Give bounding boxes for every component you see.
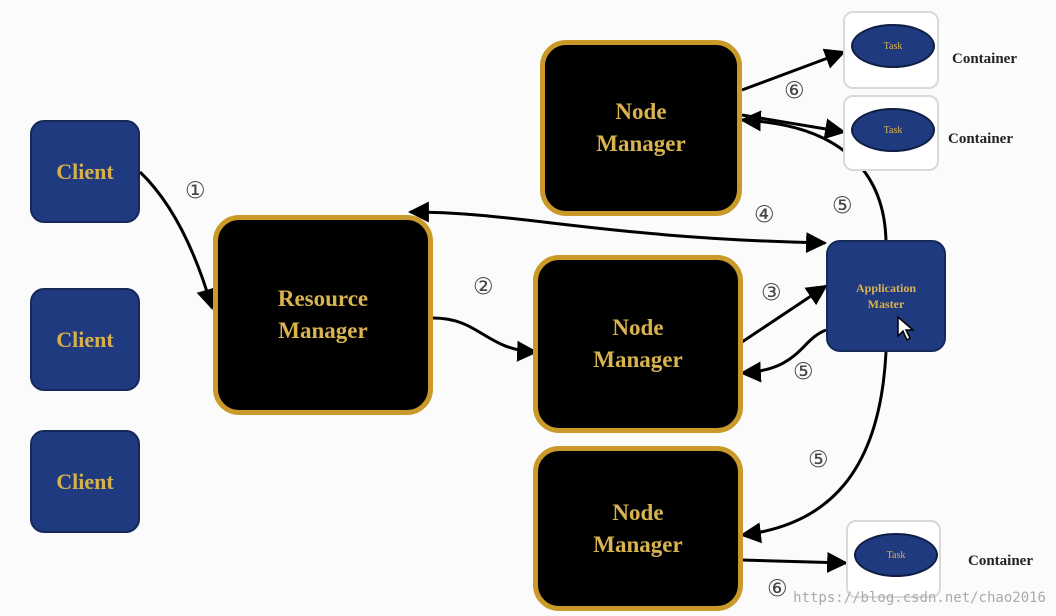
step-4-label: ④ — [754, 202, 775, 228]
container-label-1: Container — [952, 51, 1017, 67]
node-manager-label-line2: Manager — [593, 347, 683, 372]
application-master-label-line2: Master — [867, 297, 905, 311]
node-manager-label-line2: Manager — [593, 531, 683, 557]
step-5-label-bot: ⑤ — [808, 447, 829, 473]
application-master-label-line1: Application — [855, 281, 916, 295]
resource-manager-label-line2: Manager — [278, 318, 368, 343]
step-6-label-top: ⑥ — [784, 78, 805, 104]
arrow-nm-top-to-container-1 — [741, 48, 846, 92]
arrow-am-to-nm-bot — [739, 351, 888, 544]
node-manager-label-line2: Manager — [596, 131, 686, 156]
step-3-label: ③ — [761, 280, 782, 306]
mouse-cursor-icon — [897, 316, 916, 342]
arrow-nm-mid-to-am — [741, 284, 828, 344]
arrow-nm-top-to-container-2 — [741, 113, 847, 140]
container-box-3: Task — [846, 520, 941, 598]
task-ellipse: Task — [854, 533, 938, 577]
step-6-label-bot: ⑥ — [767, 576, 788, 602]
task-ellipse: Task — [851, 24, 935, 68]
arrow-am-to-nm-mid — [739, 328, 827, 383]
watermark-text: https://blog.csdn.net/chao2016 — [793, 590, 1046, 606]
step-5-label-mid: ⑤ — [793, 359, 814, 385]
container-label-2: Container — [948, 131, 1013, 147]
arrow-nm-bot-to-container-3 — [741, 551, 849, 573]
client-label: Client — [56, 326, 114, 352]
client-label: Client — [56, 158, 114, 184]
arrow-client-to-rm — [138, 170, 217, 311]
node-manager-label-line1: Node — [612, 499, 664, 525]
container-box-2: Task — [843, 95, 939, 171]
container-box-1: Task — [843, 11, 939, 89]
arrow-rm-am-bidirectional — [407, 201, 828, 254]
client-box-1: Client — [30, 120, 140, 223]
step-5-label-top: ⑤ — [832, 193, 853, 219]
node-manager-label-line1: Node — [615, 99, 667, 124]
client-label: Client — [56, 468, 114, 494]
task-ellipse: Task — [851, 108, 935, 152]
container-label-3: Container — [968, 553, 1033, 569]
step-1-label: ① — [185, 178, 206, 204]
arrow-rm-to-nm-mid — [432, 316, 539, 362]
resource-manager-label-line1: Resource — [277, 286, 369, 311]
node-manager-label-line1: Node — [612, 315, 664, 340]
client-box-3: Client — [30, 430, 140, 533]
step-2-label: ② — [473, 274, 494, 300]
client-box-2: Client — [30, 288, 140, 391]
